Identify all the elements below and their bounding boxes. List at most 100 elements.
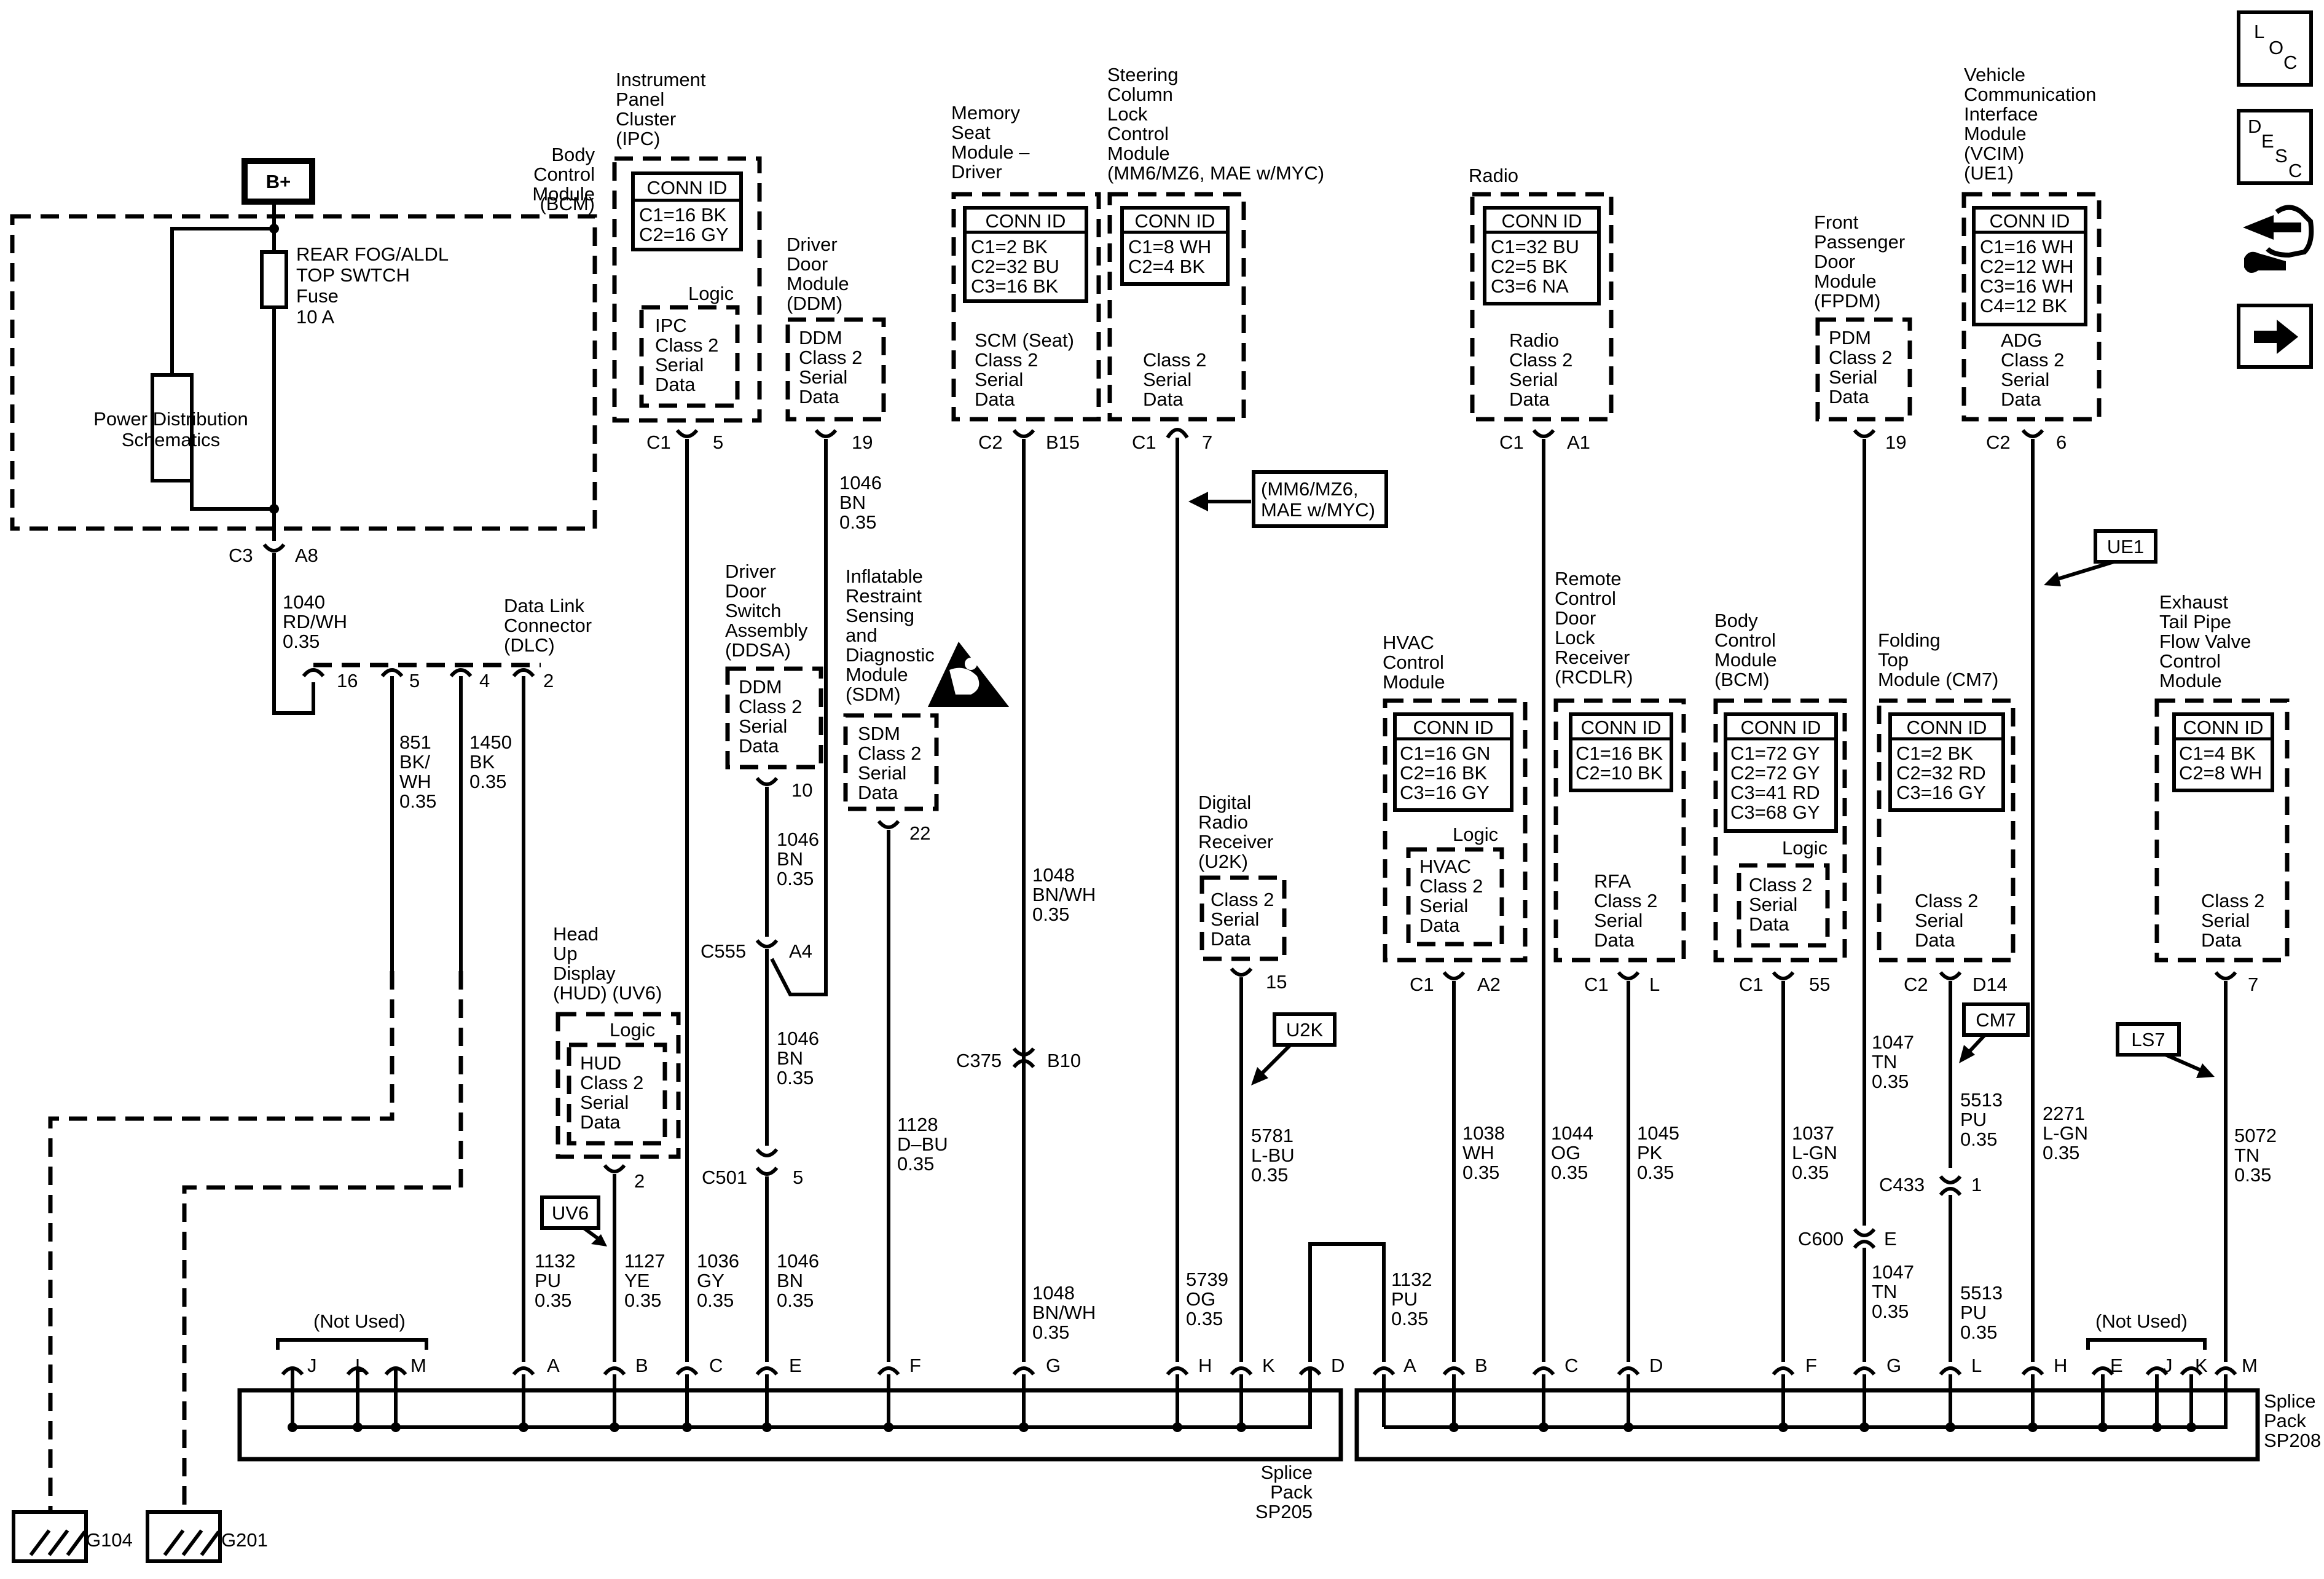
tag-ls7: LS7 bbox=[2116, 1022, 2181, 1057]
svg-text:Head: Head bbox=[553, 923, 599, 945]
wire-5781-label: 5781 L-BU 0.35 bbox=[1251, 1125, 1295, 1186]
radio-pin-c1: C1 bbox=[1499, 431, 1524, 453]
svg-text:1127: 1127 bbox=[624, 1250, 665, 1272]
svg-text:Pack: Pack bbox=[1270, 1481, 1313, 1503]
svg-text:0.35: 0.35 bbox=[1032, 1321, 1069, 1343]
svg-text:1128: 1128 bbox=[897, 1114, 938, 1135]
svg-text:Driver: Driver bbox=[951, 161, 1002, 183]
svg-text:Serial: Serial bbox=[1594, 910, 1643, 931]
svg-text:D: D bbox=[1331, 1355, 1345, 1376]
svg-text:Serial: Serial bbox=[1829, 366, 1877, 388]
folding-top-module: Folding Top Module (CM7) CONN ID C1=2 BK… bbox=[1877, 629, 2016, 963]
svg-text:C2=32 BU: C2=32 BU bbox=[971, 256, 1059, 277]
svg-text:Data: Data bbox=[1143, 388, 1184, 410]
svg-text:Body: Body bbox=[551, 144, 595, 165]
svg-text:(IPC): (IPC) bbox=[616, 128, 660, 149]
svg-text:16: 16 bbox=[337, 670, 358, 691]
wire-1046-a-label: 1046 BN 0.35 bbox=[777, 829, 819, 889]
svg-text:5781: 5781 bbox=[1251, 1125, 1294, 1146]
steering-column-lock-module: Steering Column Lock Control Module (MM6… bbox=[1107, 64, 1324, 422]
svg-text:Serial: Serial bbox=[1419, 895, 1468, 916]
svg-text:HVAC: HVAC bbox=[1383, 632, 1434, 653]
svg-text:C1=16 BK: C1=16 BK bbox=[639, 204, 727, 226]
svg-text:(DLC): (DLC) bbox=[504, 634, 555, 656]
svg-text:Class 2: Class 2 bbox=[1143, 349, 1206, 371]
svg-text:TN: TN bbox=[1872, 1051, 1897, 1073]
svg-text:Column: Column bbox=[1107, 84, 1173, 105]
tag-u2k: U2K bbox=[1273, 1012, 1337, 1047]
svg-text:5072: 5072 bbox=[2234, 1125, 2277, 1146]
svg-text:5739: 5739 bbox=[1186, 1269, 1228, 1290]
sdm-pin-22: 22 bbox=[909, 822, 930, 844]
svg-text:Data: Data bbox=[580, 1111, 621, 1133]
svg-text:RD/WH: RD/WH bbox=[283, 611, 347, 632]
svg-text:1450: 1450 bbox=[469, 731, 512, 753]
fuse-label: REAR FOG/ALDL TOP SWTCH Fuse 10 A bbox=[296, 243, 449, 328]
svg-text:C2=4 BK: C2=4 BK bbox=[1128, 256, 1205, 277]
ground-g201-icon bbox=[146, 1510, 222, 1563]
radio-module: Radio CONN ID C1=32 BU C2=5 BK C3=6 NA R… bbox=[1469, 165, 1614, 422]
wire-1127-label: 1127 YE 0.35 bbox=[624, 1250, 665, 1311]
msm-pin-b15: B15 bbox=[1046, 431, 1080, 453]
bcm2-pin-55: 55 bbox=[1809, 974, 1830, 995]
svg-text:(UE1): (UE1) bbox=[1964, 162, 2014, 184]
svg-text:L-GN: L-GN bbox=[2043, 1122, 2088, 1144]
svg-text:Serial: Serial bbox=[1143, 369, 1191, 390]
svg-text:1048: 1048 bbox=[1032, 864, 1075, 886]
next-arrow-button[interactable] bbox=[2237, 304, 2313, 369]
svg-text:Data: Data bbox=[1829, 386, 1869, 408]
bcm2-pin-c1: C1 bbox=[1739, 974, 1764, 995]
svg-text:UE1: UE1 bbox=[2107, 536, 2144, 557]
svg-text:C4=12 BK: C4=12 BK bbox=[1980, 295, 2068, 317]
svg-text:(MM6/MZ6,: (MM6/MZ6, bbox=[1261, 478, 1358, 500]
ddm-pin-19: 19 bbox=[852, 431, 873, 453]
c375-label: C375 bbox=[956, 1050, 1002, 1071]
svg-text:L: L bbox=[2254, 21, 2264, 42]
svg-text:Radio: Radio bbox=[1509, 329, 1559, 351]
fuse-icon bbox=[260, 250, 288, 309]
svg-text:Control: Control bbox=[1714, 629, 1776, 651]
svg-text:WH: WH bbox=[1462, 1142, 1494, 1164]
loc-nav-button[interactable]: L O C bbox=[2237, 10, 2313, 87]
svg-text:Driver: Driver bbox=[787, 234, 838, 255]
svg-text:0.35: 0.35 bbox=[2234, 1164, 2271, 1186]
power-distribution-label: Power Distribution Schematics bbox=[93, 408, 248, 451]
svg-text:C1=72 GY: C1=72 GY bbox=[1730, 742, 1820, 764]
fpdm-pin-19: 19 bbox=[1885, 431, 1906, 453]
cm7-pin-d14: D14 bbox=[1973, 974, 2008, 995]
exhaust-tail-pipe-module: Exhaust Tail Pipe Flow Valve Control Mod… bbox=[2154, 591, 2290, 963]
svg-text:Serial: Serial bbox=[2001, 369, 2049, 390]
a4-label: A4 bbox=[789, 940, 812, 962]
bcm-label-line4: (BCM) bbox=[540, 193, 595, 215]
sp208-dots bbox=[1449, 1422, 2196, 1432]
svg-text:Schematics: Schematics bbox=[122, 429, 220, 451]
svg-text:Pack: Pack bbox=[2264, 1410, 2306, 1431]
svg-text:Data: Data bbox=[655, 374, 696, 395]
svg-text:Control: Control bbox=[1555, 588, 1616, 609]
svg-text:5513: 5513 bbox=[1960, 1282, 2003, 1304]
svg-text:0.35: 0.35 bbox=[777, 1067, 814, 1089]
svg-text:BN: BN bbox=[839, 492, 866, 513]
svg-text:M: M bbox=[410, 1355, 426, 1376]
svg-text:CONN ID: CONN ID bbox=[1741, 717, 1821, 738]
svg-text:Radio: Radio bbox=[1198, 811, 1248, 833]
svg-text:C2=16 GY: C2=16 GY bbox=[639, 224, 729, 245]
vcim-pin-c2: C2 bbox=[1986, 431, 2011, 453]
svg-text:Serial: Serial bbox=[580, 1092, 629, 1113]
svg-text:0.35: 0.35 bbox=[1872, 1301, 1909, 1322]
desc-nav-button[interactable]: D E S C bbox=[2237, 109, 2313, 185]
svg-text:0.35: 0.35 bbox=[1186, 1308, 1223, 1329]
svg-text:C1=2 BK: C1=2 BK bbox=[1896, 742, 1973, 764]
wire-1047-b-label: 1047 TN 0.35 bbox=[1872, 1261, 1914, 1322]
svg-text:0.35: 0.35 bbox=[399, 790, 436, 812]
svg-text:Data: Data bbox=[1211, 928, 1251, 950]
svg-text:C1=32 BU: C1=32 BU bbox=[1491, 236, 1579, 258]
svg-text:A: A bbox=[1403, 1355, 1416, 1376]
svg-text:Driver: Driver bbox=[725, 561, 776, 582]
svg-text:PU: PU bbox=[535, 1270, 561, 1291]
diagnostic-tool-icon[interactable] bbox=[2243, 205, 2314, 274]
svg-text:GY: GY bbox=[697, 1270, 724, 1291]
svg-text:0.35: 0.35 bbox=[1551, 1162, 1588, 1183]
svg-text:E: E bbox=[2110, 1355, 2123, 1376]
